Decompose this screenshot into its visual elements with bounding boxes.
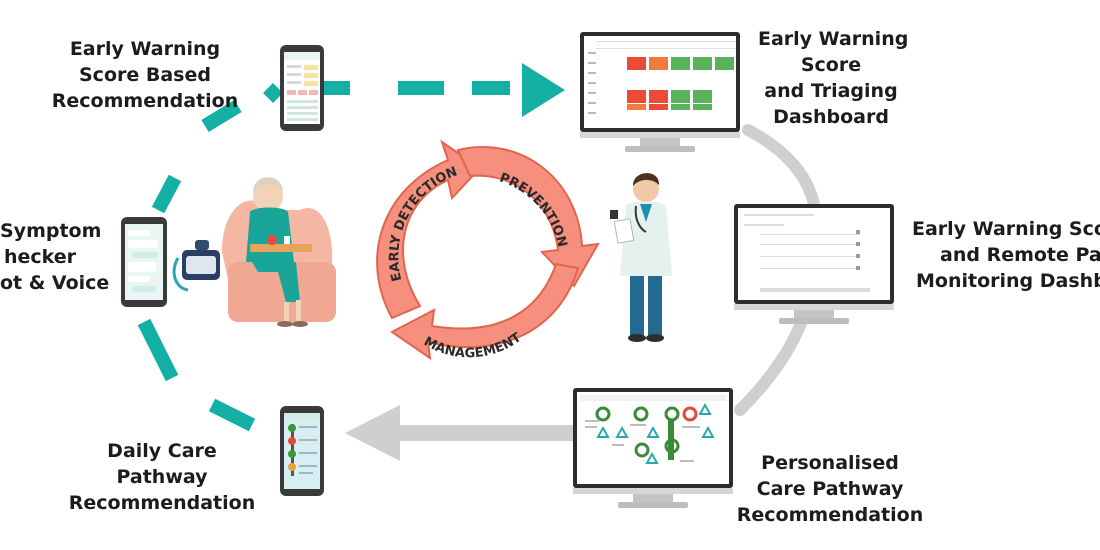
monitoring-device — [172, 240, 220, 292]
phone-ews-recommendation — [280, 45, 324, 131]
phone-daily-care — [280, 406, 324, 496]
teal-dashed-path — [137, 81, 510, 432]
label-ews-recommendation: Early Warning Score Based Recommendation — [51, 38, 239, 112]
label-daily-care: Daily Care Pathway Recommendation — [68, 440, 256, 514]
teal-arrow-head — [522, 63, 565, 117]
phone-symptom-checker — [121, 217, 167, 307]
monitor-care-pathway — [573, 388, 733, 508]
label-ews-triage-dashboard: Early Warning Score and Triaging Dashboa… — [758, 28, 909, 128]
patient-in-armchair — [222, 177, 336, 327]
gray-arrow-shaft — [395, 425, 575, 441]
label-personalised-care: Personalised Care Pathway Recommendation — [736, 452, 924, 526]
cycle-label-early-detection: EARLY DETECTION — [387, 164, 459, 282]
cycle-arrow-prevention — [456, 146, 600, 288]
monitor-triage-dashboard — [580, 32, 740, 152]
monitor-rpm-dashboard — [734, 204, 894, 324]
label-symptom-checker: Symptom hecker ot & Voice) — [0, 220, 110, 294]
gray-arrow-head — [345, 405, 400, 461]
prevention-cycle: EARLY DETECTION PREVENTION MANAGEMENT — [376, 139, 600, 361]
doctor — [610, 173, 672, 342]
label-ews-rpm-dashboard: Early Warning Sco and Remote Patie Monit… — [912, 218, 1100, 292]
cycle-arrow-management — [390, 262, 580, 361]
